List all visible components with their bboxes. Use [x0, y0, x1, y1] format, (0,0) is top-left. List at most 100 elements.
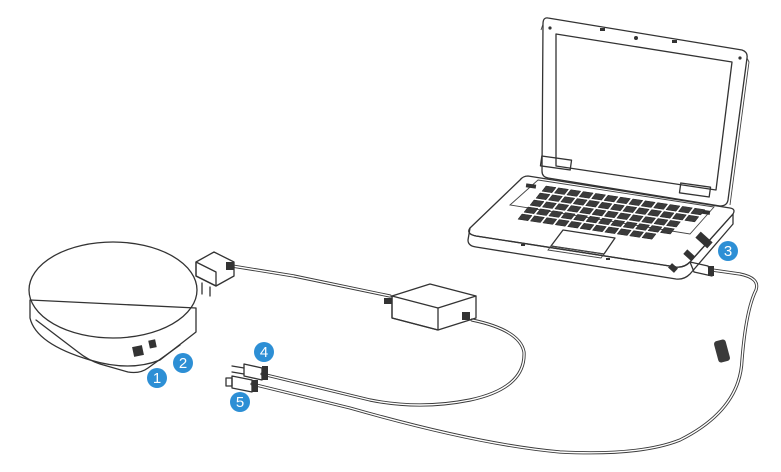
keyboard-key [591, 193, 607, 201]
wall-plug [195, 251, 235, 297]
keyboard-key [629, 230, 645, 238]
keyboard-key [616, 212, 632, 220]
keyboard-key [609, 203, 625, 212]
keyboard-key [653, 202, 669, 210]
keyboard-key [572, 198, 588, 206]
keyboard-key [597, 217, 613, 226]
keyboard-key [604, 226, 620, 234]
keyboard-key [690, 207, 706, 216]
keyboard-key [541, 185, 557, 193]
callout-circle [173, 353, 193, 373]
keyboard-key [610, 219, 626, 227]
keyboard-key [566, 189, 582, 197]
keyboard-key [560, 196, 576, 204]
usb-plug-connector [225, 375, 258, 393]
hinge [539, 155, 573, 171]
keyboard-key [585, 215, 601, 224]
keyboard-key [659, 211, 675, 219]
keyboard-key [665, 220, 681, 228]
callout-label: 4 [260, 344, 268, 361]
keyboard-key [535, 192, 551, 200]
usb-cable [250, 268, 759, 455]
indicator-light [672, 40, 677, 43]
callout-label: 5 [236, 394, 244, 411]
keyboard-key [622, 205, 638, 213]
device-top [28, 241, 198, 339]
callout-label: 2 [179, 355, 187, 372]
keyboard-key [628, 214, 644, 222]
keyboard-key [529, 215, 545, 223]
keyboard-key [585, 200, 601, 208]
indicator-light [606, 258, 610, 260]
keyboard-key [591, 224, 607, 233]
keyboard-key [659, 227, 675, 235]
keyboard-key [578, 191, 594, 199]
keyboard-key [579, 222, 595, 231]
keyboard-key [665, 204, 681, 212]
keyboard-key [567, 221, 583, 229]
keyboard-key [541, 201, 557, 209]
keyboard-key [597, 201, 613, 210]
keyboard-key [523, 206, 539, 214]
callout-2: 2 [173, 353, 193, 373]
cables [230, 264, 759, 455]
ferrite-bead [714, 339, 730, 363]
keyboard-key [517, 213, 533, 221]
keyboard-key [553, 187, 569, 195]
hinge [678, 182, 712, 198]
laptop-lid [541, 17, 748, 207]
keyboard-key [560, 212, 576, 220]
usb-port [132, 345, 144, 357]
keyboard-key [535, 208, 551, 216]
keyboard-key [641, 216, 657, 224]
keyboard-key [554, 219, 570, 227]
dc-plug-connector [231, 363, 268, 381]
callout-circle [254, 342, 274, 362]
laptop-side-port [683, 249, 695, 261]
keyboard-key [677, 206, 693, 214]
laptop-side-port [668, 263, 678, 273]
callout-markers: 1 2 3 4 5 [147, 241, 738, 412]
keyboard-key [542, 217, 558, 225]
laptop [467, 17, 750, 280]
keyboard-key [671, 213, 687, 221]
keyboard-key [628, 198, 644, 206]
callout-label: 3 [724, 243, 732, 260]
screw-icon [548, 26, 552, 30]
speakerphone-device [28, 241, 198, 374]
webcam-icon [634, 36, 638, 40]
callout-circle [230, 392, 250, 412]
indicator-light [521, 244, 525, 246]
callout-circle [147, 368, 167, 388]
keyboard-key [635, 223, 651, 231]
laptop-screen [555, 33, 733, 191]
keyboard-key [634, 207, 650, 215]
keyboard-key [554, 203, 570, 211]
keyboard-key [622, 221, 638, 229]
callout-1: 1 [147, 368, 167, 388]
device-body [29, 299, 197, 367]
callout-4: 4 [254, 342, 274, 362]
callout-5: 5 [230, 392, 250, 412]
laptop-side-port [695, 231, 713, 249]
keyboard-key [647, 209, 663, 217]
laptop-usb-connector [689, 261, 714, 277]
keyboard-key [566, 205, 582, 213]
keyboard-key [603, 210, 619, 219]
keyboard-key [641, 232, 657, 240]
keyboard-key [573, 214, 589, 222]
indicator-light [600, 28, 605, 31]
keyboard [508, 179, 715, 235]
callout-label: 1 [153, 370, 161, 387]
keyboard-key [647, 225, 663, 233]
keyboard-key [591, 208, 607, 217]
dc-cable [260, 318, 526, 407]
keyboard-key [684, 214, 700, 223]
keyboard-key [579, 207, 595, 215]
keyboard-key [640, 200, 656, 208]
keyboard-key [615, 196, 631, 205]
keyboard-key [603, 194, 619, 203]
power-adapter [384, 283, 477, 331]
